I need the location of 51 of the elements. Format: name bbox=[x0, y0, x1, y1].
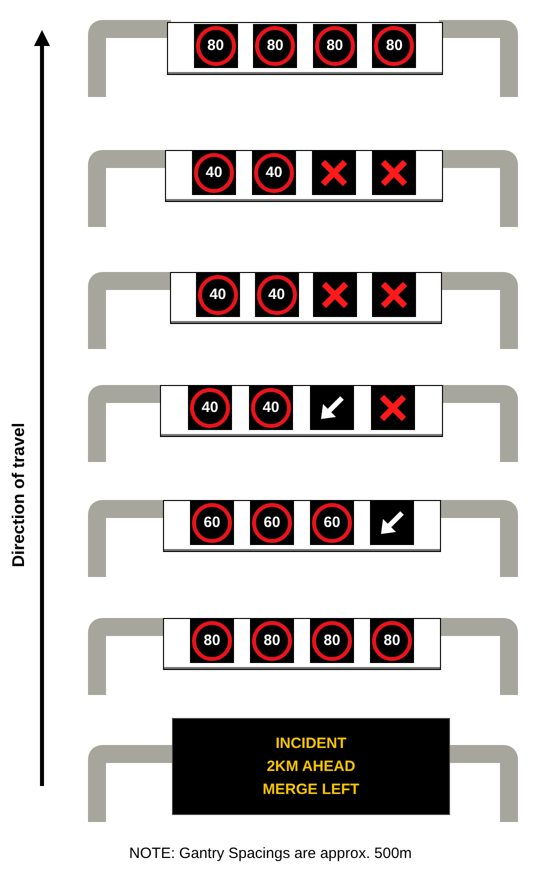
speed-number: 80 bbox=[262, 632, 282, 650]
sign-gantry-board bbox=[160, 385, 443, 437]
speed-number: 40 bbox=[200, 399, 220, 417]
lane-closed-sign bbox=[372, 151, 416, 195]
speed-number: 80 bbox=[322, 632, 342, 650]
merge-arrow-sign bbox=[370, 501, 414, 545]
speed-number: 80 bbox=[266, 36, 285, 54]
speed-number: 80 bbox=[202, 632, 222, 650]
speed-limit-sign bbox=[310, 501, 354, 545]
speed-limit-sign bbox=[190, 619, 234, 663]
speed-limit-sign bbox=[250, 501, 294, 545]
speed-number: 40 bbox=[267, 286, 286, 304]
speed-number: 40 bbox=[262, 399, 280, 417]
speed-limit-sign bbox=[250, 619, 294, 663]
sign-gantry-board bbox=[163, 618, 441, 670]
speed-limit-sign bbox=[249, 386, 293, 430]
speed-limit-sign bbox=[254, 273, 299, 317]
lane-closed-sign bbox=[313, 273, 358, 317]
speed-limit-sign bbox=[190, 501, 234, 545]
speed-number: 80 bbox=[325, 36, 344, 54]
merge-arrow-sign bbox=[310, 386, 354, 430]
speed-number: 40 bbox=[204, 164, 224, 182]
sign-gantry-board bbox=[163, 500, 441, 552]
speed-limit-sign bbox=[310, 619, 354, 663]
speed-limit-sign bbox=[370, 619, 414, 663]
message-sign bbox=[172, 718, 450, 815]
speed-number: 60 bbox=[262, 514, 282, 532]
speed-limit-sign bbox=[253, 24, 298, 68]
lane-closed-sign bbox=[312, 151, 356, 195]
speed-number: 80 bbox=[206, 36, 225, 54]
speed-limit-sign bbox=[188, 386, 232, 430]
speed-number: 40 bbox=[264, 164, 284, 182]
speed-limit-sign bbox=[196, 273, 240, 317]
speed-limit-sign bbox=[372, 24, 416, 68]
speed-number: 40 bbox=[208, 286, 228, 304]
speed-number: 80 bbox=[385, 36, 404, 54]
note-text: NOTE: Gantry Spacings are approx. 500m bbox=[128, 845, 413, 862]
sign-gantry-board bbox=[165, 150, 443, 202]
lane-closed-sign bbox=[371, 386, 415, 430]
sign-gantry-board bbox=[167, 22, 443, 75]
speed-number: 60 bbox=[322, 514, 342, 532]
lane-closed-sign bbox=[372, 273, 416, 317]
speed-limit-sign bbox=[194, 24, 238, 68]
speed-limit-sign bbox=[192, 151, 236, 195]
direction-label: Direction of travel bbox=[9, 422, 29, 568]
message-text: INCIDENT 2KM AHEAD MERGE LEFT bbox=[262, 734, 360, 800]
speed-number: 60 bbox=[202, 514, 222, 532]
speed-number: 80 bbox=[382, 632, 402, 650]
sign-gantry-board bbox=[170, 272, 442, 324]
speed-limit-sign bbox=[312, 24, 357, 68]
speed-limit-sign bbox=[252, 151, 296, 195]
